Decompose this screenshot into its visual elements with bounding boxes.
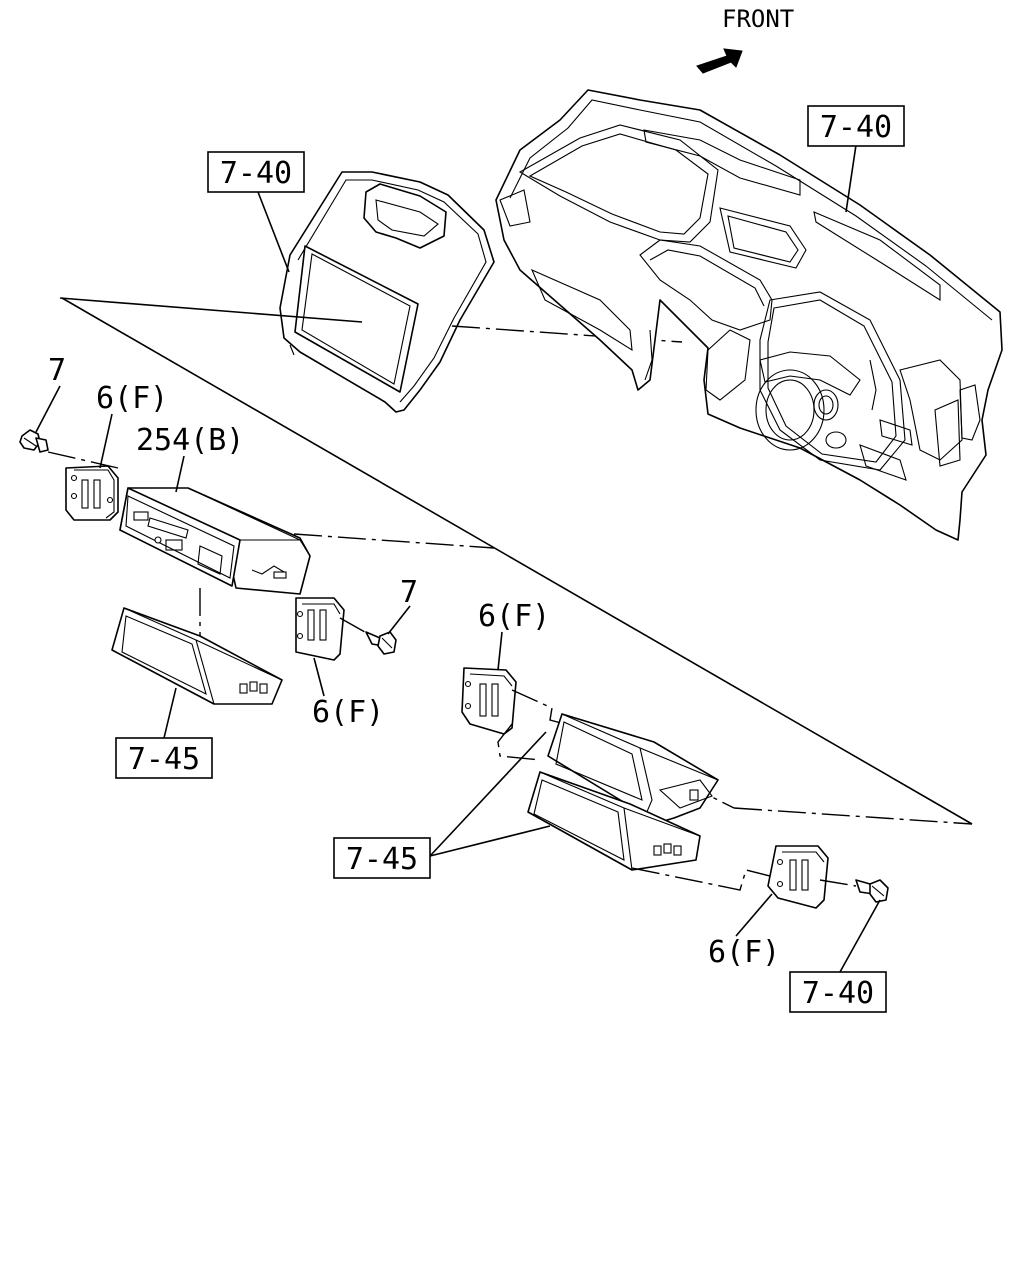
leader-bracket-lower-right xyxy=(735,893,773,937)
dashboard-part xyxy=(495,89,1003,541)
radio-unit-part xyxy=(119,487,311,595)
screw-right-part xyxy=(365,631,397,655)
bracket-upper-right-part xyxy=(461,667,517,735)
callout-box-pocket-left xyxy=(115,737,213,779)
front-label: FRONT xyxy=(722,5,794,33)
dashline-right-lower xyxy=(631,867,779,891)
leader-bolt-ref xyxy=(839,899,881,973)
callout-bracket-lower-right: 6(F) xyxy=(708,935,780,970)
dashline-radio-guide xyxy=(293,533,495,549)
leader-panel-ref xyxy=(257,191,290,273)
callout-panel-ref: 7-40 xyxy=(220,156,292,191)
callout-radio: 254(B) xyxy=(136,423,244,458)
leader-screw-left xyxy=(35,385,61,433)
callout-screw-right: 7 xyxy=(400,575,418,610)
bracket-lower-right-part xyxy=(767,845,829,909)
callout-box-dash xyxy=(807,105,905,147)
dashline-right-bracket xyxy=(497,723,541,761)
callout-bolt-ref: 7-40 xyxy=(802,976,874,1011)
leader-pocket-left xyxy=(163,687,177,739)
callout-bracket-upper-right: 6(F) xyxy=(478,599,550,634)
dashline-bracket-bolt xyxy=(819,879,857,887)
leader-screw-right xyxy=(387,605,411,635)
front-arrow-icon xyxy=(696,48,743,74)
dashline-guide-right xyxy=(733,807,973,825)
leader-bracket-upper-right xyxy=(497,631,503,671)
bracket-lower-left-part xyxy=(295,597,345,661)
leader-panel-guide xyxy=(59,297,363,323)
pocket-left-part xyxy=(111,607,283,705)
screw-left-part xyxy=(19,429,49,453)
callout-dash-ref: 7-40 xyxy=(820,110,892,145)
callout-box-bolt xyxy=(789,971,887,1013)
callout-box-panel xyxy=(207,151,305,193)
leader-dash-ref xyxy=(845,144,857,213)
guide-line-diagonal xyxy=(61,297,973,825)
leader-pocket-right-b xyxy=(429,825,551,857)
callout-pocket-left: 7-45 xyxy=(128,742,200,777)
bolt-part xyxy=(855,879,889,903)
pocket-right-lower-part xyxy=(527,771,701,871)
leader-bracket-lower-left xyxy=(313,657,325,697)
center-panel-part xyxy=(279,171,495,413)
bracket-upper-left-part xyxy=(65,465,119,521)
callout-bracket-upper-left: 6(F) xyxy=(96,381,168,416)
callout-box-pocket-right xyxy=(333,837,431,879)
leader-radio xyxy=(175,455,185,493)
callout-screw-left: 7 xyxy=(48,353,66,388)
callout-bracket-lower-left: 6(F) xyxy=(312,695,384,730)
callout-pocket-right: 7-45 xyxy=(346,842,418,877)
dashline-bracket-screw xyxy=(339,617,373,637)
leader-bracket-upper-left xyxy=(99,413,113,469)
leader-pocket-right-a xyxy=(429,731,547,857)
